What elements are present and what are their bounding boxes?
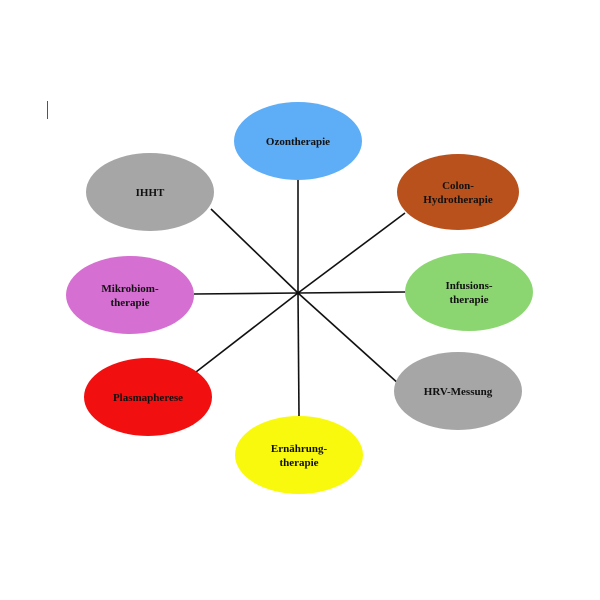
node-ozon: Ozontherapie [234, 102, 362, 180]
node-ellipse-hrv [394, 352, 522, 430]
spoke-colon [297, 212, 406, 294]
text-cursor [47, 101, 48, 119]
node-ellipse-ozon [234, 102, 362, 180]
node-ellipse-ernaehrung [235, 416, 363, 494]
node-label-ozon: Ozontherapie [266, 136, 330, 148]
node-label-plasma: Plasmapherese [113, 392, 183, 404]
node-ihht: IHHT [86, 153, 214, 231]
spoke-ihht [210, 208, 299, 294]
node-ellipse-infusion [405, 253, 533, 331]
node-label-mikrobiom-line-2: therapie [110, 297, 149, 309]
node-ellipse-plasma [84, 358, 212, 436]
spoke-ernaehrung [297, 292, 300, 417]
node-label-infusion-line-1: Infusions- [445, 280, 492, 292]
node-ellipse-mikrobiom [66, 256, 194, 334]
node-colon: Colon- Hydrotherapie [397, 154, 519, 230]
node-label-hrv: HRV-Messung [424, 386, 493, 398]
node-mikrobiom: Mikrobiom-therapie [66, 256, 194, 334]
spoke-hrv [297, 292, 401, 386]
node-label-ernaehrung-line-2: therapie [279, 457, 318, 469]
spokes [193, 180, 407, 417]
node-label-mikrobiom-line-1: Mikrobiom- [101, 283, 159, 295]
spoke-infusion [297, 291, 407, 294]
node-ellipse-ihht [86, 153, 214, 231]
node-ellipse-colon [397, 154, 519, 230]
spoke-mikrobiom [193, 292, 299, 295]
spoke-plasma [195, 292, 299, 373]
node-label-infusion-line-2: therapie [449, 294, 488, 306]
node-label-colon-line-2: Hydrotherapie [423, 194, 493, 206]
node-infusion: Infusions-therapie [405, 253, 533, 331]
node-hrv: HRV-Messung [394, 352, 522, 430]
node-label-ernaehrung-line-1: Ernährung- [271, 443, 328, 455]
node-label-ihht: IHHT [136, 187, 165, 199]
node-label-colon-line-1: Colon- [442, 180, 474, 192]
node-plasma: Plasmapherese [84, 358, 212, 436]
node-ernaehrung: Ernährung-therapie [235, 416, 363, 494]
